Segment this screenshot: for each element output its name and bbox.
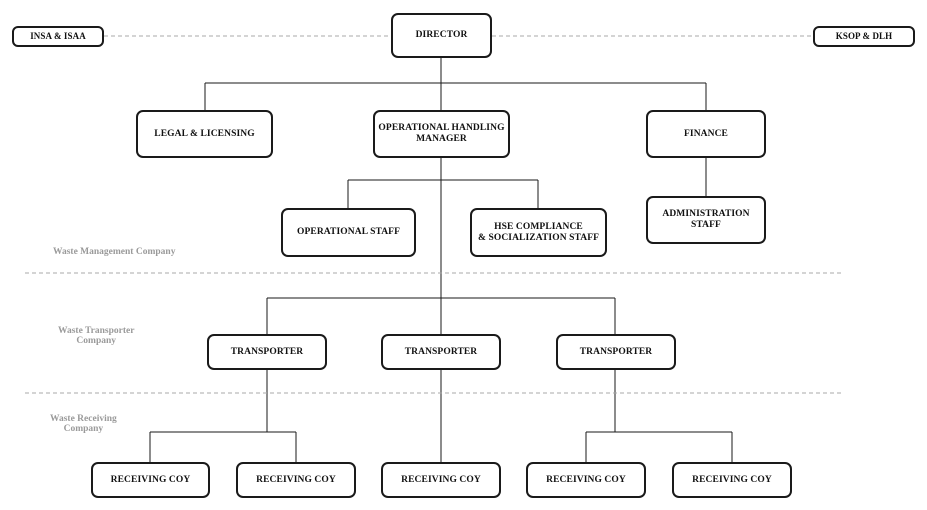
operational-staff-box: OPERATIONAL STAFF [281,208,416,257]
receiving-coy-label: RECEIVING COY [401,474,481,485]
director-label: DIRECTOR [415,30,468,40]
regulator-insa-isaa-label: INSA & ISAA [30,31,86,41]
legal-licensing-box: LEGAL & LICENSING [136,110,273,158]
zone-label-management: Waste Management Company [53,247,176,257]
transporter-label: TRANSPORTER [230,346,304,357]
regulator-insa-isaa: INSA & ISAA [12,26,104,47]
director-box: DIRECTOR [391,13,492,58]
regulator-ksop-dlh: KSOP & DLH [813,26,915,47]
finance-label: FINANCE [684,128,728,139]
hse-staff-label: HSE COMPLIANCE & SOCIALIZATION STAFF [477,221,600,243]
receiving-coy-box: RECEIVING COY [526,462,646,498]
regulator-ksop-dlh-label: KSOP & DLH [835,31,893,41]
receiving-coy-box: RECEIVING COY [672,462,792,498]
administration-staff-box: ADMINISTRATION STAFF [646,196,766,244]
receiving-coy-label: RECEIVING COY [110,474,191,485]
receiving-coy-box: RECEIVING COY [381,462,501,498]
operational-manager-box: OPERATIONAL HANDLING MANAGER [373,110,510,158]
operational-manager-label: OPERATIONAL HANDLING MANAGER [378,123,505,144]
transporter-label: TRANSPORTER [579,346,653,357]
receiving-coy-label: RECEIVING COY [692,474,772,485]
receiving-coy-box: RECEIVING COY [91,462,210,498]
operational-staff-label: OPERATIONAL STAFF [297,227,400,237]
legal-licensing-label: LEGAL & LICENSING [154,128,255,139]
hse-staff-box: HSE COMPLIANCE & SOCIALIZATION STAFF [470,208,607,257]
receiving-coy-box: RECEIVING COY [236,462,356,498]
administration-staff-label: ADMINISTRATION STAFF [662,209,750,230]
transporter-label: TRANSPORTER [404,346,478,357]
receiving-coy-label: RECEIVING COY [256,474,336,485]
finance-box: FINANCE [646,110,766,158]
zone-label-receiving: Waste Receiving Company [50,414,117,434]
transporter-box: TRANSPORTER [556,334,676,370]
zone-label-transporter: Waste Transporter Company [58,326,135,346]
receiving-coy-label: RECEIVING COY [546,474,626,485]
transporter-box: TRANSPORTER [207,334,327,370]
transporter-box: TRANSPORTER [381,334,501,370]
